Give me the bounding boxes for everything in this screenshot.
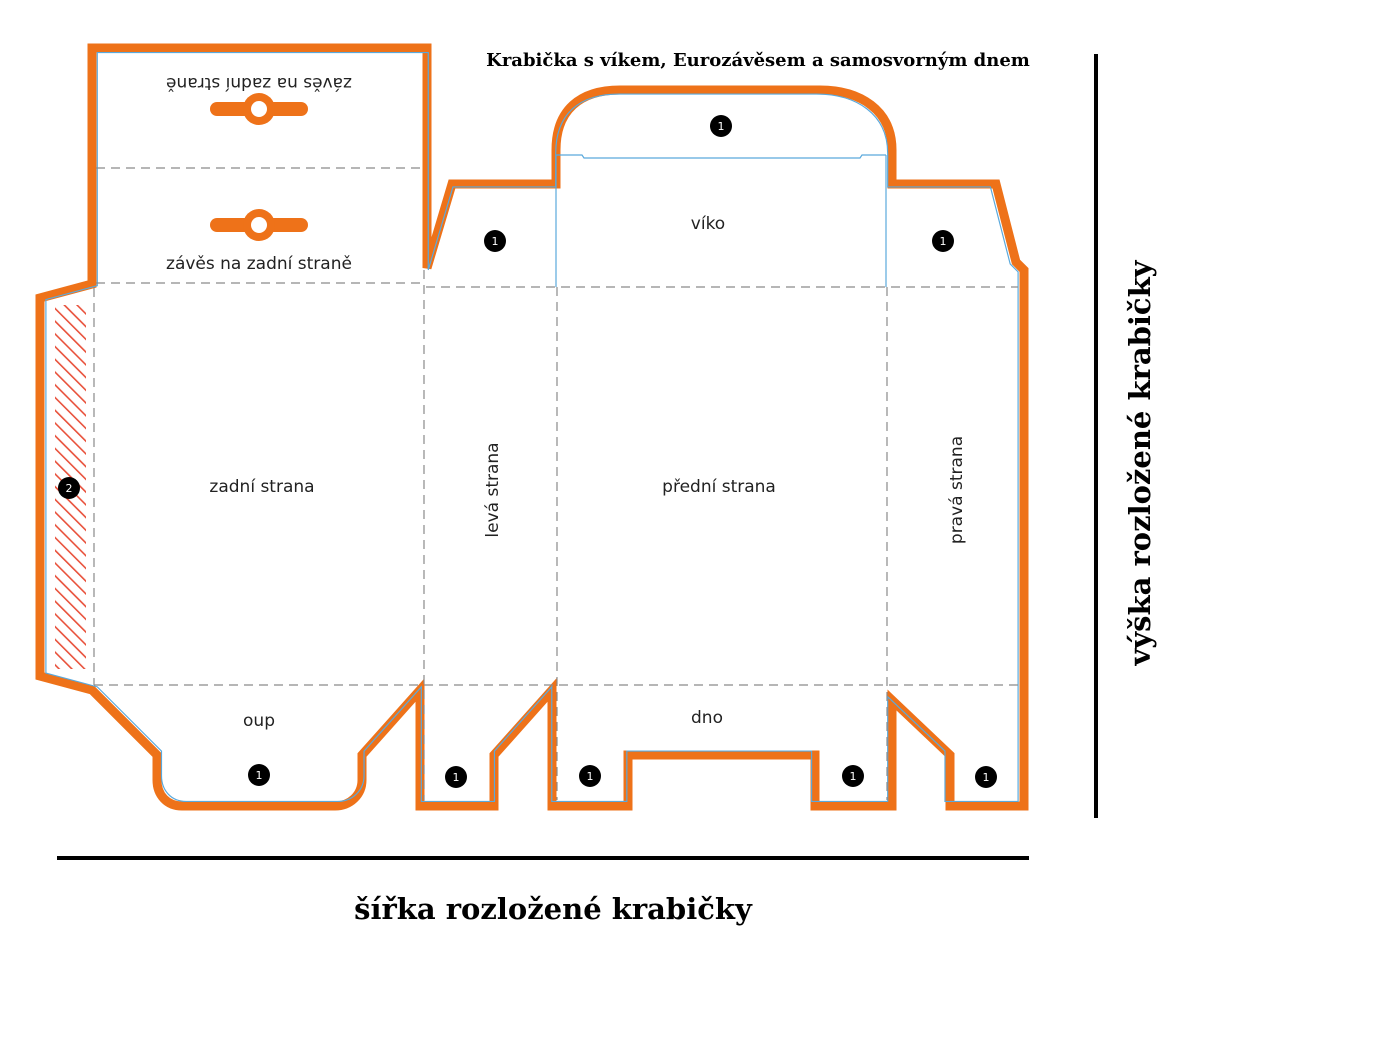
outline-blue — [45, 51, 1019, 803]
badge-1-icon: 1 — [579, 765, 601, 787]
badges: 1 1 1 2 1 1 1 1 1 — [58, 115, 997, 788]
svg-text:2: 2 — [66, 482, 73, 495]
badge-1-icon: 1 — [975, 766, 997, 788]
lid-panel-label: víko — [691, 214, 725, 234]
badge-1-icon: 1 — [710, 115, 732, 137]
flap-panel-label: oup — [243, 711, 275, 731]
back-panel-label: zadní strana — [209, 477, 314, 497]
width-dimension-label: šířka rozložené krabičky — [354, 892, 753, 926]
badge-1-icon: 1 — [932, 230, 954, 252]
svg-text:1: 1 — [718, 120, 725, 133]
euro-hanger-hole-top — [210, 93, 308, 125]
left-panel-label: levá strana — [483, 442, 503, 537]
euro-hanger-hole-bottom — [210, 209, 308, 241]
badge-1-icon: 1 — [484, 230, 506, 252]
bottom-panel-label: dno — [691, 708, 723, 728]
hanger-top-label: závěs na zadní straně — [166, 73, 352, 93]
svg-text:1: 1 — [492, 235, 499, 248]
svg-text:1: 1 — [940, 235, 947, 248]
svg-text:1: 1 — [256, 769, 263, 782]
height-dimension-label: výška rozložené krabičky — [1123, 259, 1157, 666]
dieline-outline — [35, 43, 1029, 811]
svg-text:1: 1 — [453, 771, 460, 784]
badge-1-icon: 1 — [842, 765, 864, 787]
right-panel-label: pravá strana — [947, 436, 967, 544]
outline-orange — [35, 43, 1029, 811]
svg-text:1: 1 — [587, 770, 594, 783]
badge-1-icon: 1 — [445, 766, 467, 788]
front-panel-label: přední strana — [662, 477, 776, 497]
badge-1-icon: 1 — [248, 764, 270, 786]
svg-text:1: 1 — [850, 770, 857, 783]
hanger-bottom-label: závěs na zadní straně — [166, 254, 352, 274]
inner-cut-lines — [555, 154, 887, 287]
fold-lines — [93, 167, 1018, 800]
svg-text:1: 1 — [983, 771, 990, 784]
badge-2-icon: 2 — [58, 477, 80, 499]
diagram-title: Krabička s víkem, Eurozávěsem a samosvor… — [486, 50, 1030, 71]
